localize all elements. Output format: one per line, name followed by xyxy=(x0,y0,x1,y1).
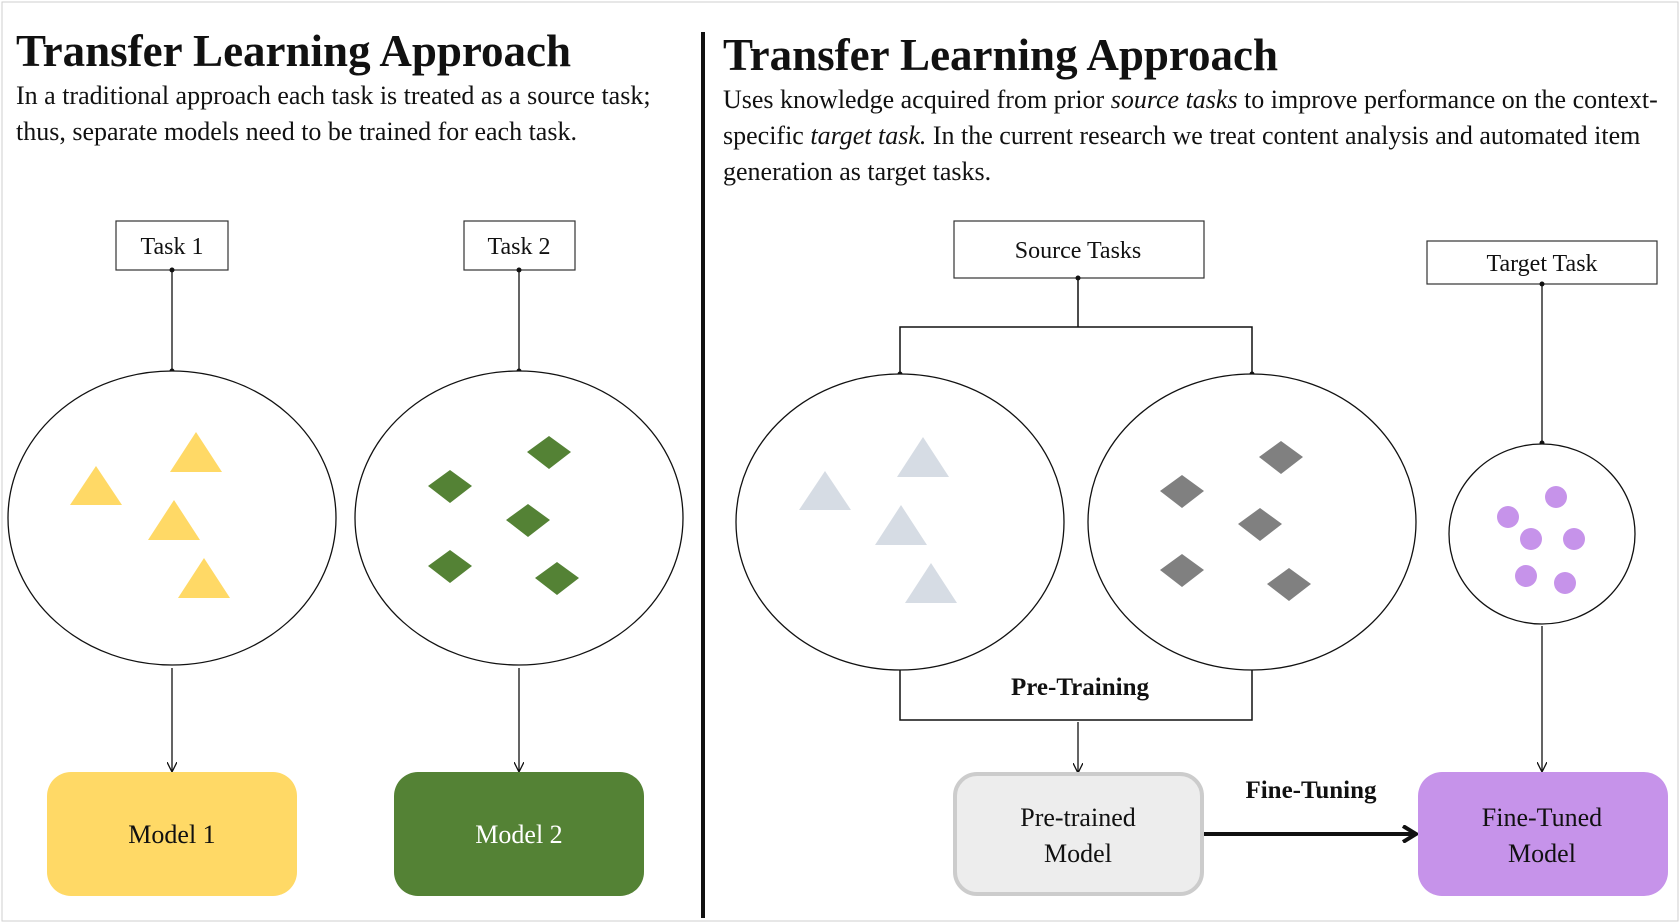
source-tasks-box: Source Tasks xyxy=(953,220,1205,279)
pretrained-model-label-line2: Model xyxy=(1044,839,1112,868)
yellow-triangle xyxy=(70,466,122,505)
finetuned-model-label-line2: Model xyxy=(1508,839,1576,868)
finetuned-model-label-line1: Fine-Tuned xyxy=(1482,803,1602,832)
gray-diamond xyxy=(1238,508,1282,541)
green-diamond xyxy=(527,436,571,469)
target-task-ellipse xyxy=(1448,443,1636,625)
finetuned-model-box: Fine-Tuned Model xyxy=(1418,772,1668,896)
right-desc-source-tasks: source tasks xyxy=(1110,85,1238,114)
purple-dot xyxy=(1497,506,1519,528)
left-description: In a traditional approach each task is t… xyxy=(16,81,651,146)
right-desc-part-c: to improve performance on the context-sp… xyxy=(723,85,1658,150)
right-description: Uses knowledge acquired from prior sourc… xyxy=(723,82,1663,190)
model1-box: Model 1 xyxy=(47,772,297,896)
target-task-box: Target Task xyxy=(1426,240,1658,285)
gray-triangle xyxy=(875,505,927,545)
target-task-data-points xyxy=(1497,486,1585,594)
gray-triangle xyxy=(905,563,957,603)
target-task-connector xyxy=(1539,281,1545,446)
gray-diamond xyxy=(1160,475,1204,508)
gray-triangle xyxy=(799,471,851,510)
green-diamond xyxy=(535,562,579,595)
task2-label: Task 2 xyxy=(488,234,551,260)
task1-data-points xyxy=(70,432,230,598)
green-diamond xyxy=(428,470,472,503)
right-desc-part-a: Uses knowledge acquired from prior xyxy=(723,85,1111,114)
purple-dot xyxy=(1563,528,1585,550)
model2-label: Model 2 xyxy=(475,820,562,849)
task1-to-ellipse-connector xyxy=(169,267,175,374)
source-task2-data-points xyxy=(1160,441,1311,601)
task2-box: Task 2 xyxy=(463,220,576,271)
green-diamond xyxy=(506,504,550,537)
purple-dot xyxy=(1515,565,1537,587)
source-task1-data-points xyxy=(799,437,957,603)
fork-dot xyxy=(1075,275,1081,281)
pretraining-bracket xyxy=(899,670,1253,721)
pretrained-model-box: Pre-trained Model xyxy=(953,772,1204,896)
yellow-triangle xyxy=(170,432,222,472)
yellow-triangle xyxy=(178,558,230,598)
purple-dot xyxy=(1554,572,1576,594)
purple-dot xyxy=(1545,486,1567,508)
left-title: Transfer Learning Approach xyxy=(16,26,572,76)
finetuning-label: Fine-Tuning xyxy=(1245,777,1377,804)
right-title: Transfer Learning Approach xyxy=(723,30,1279,80)
yellow-triangle xyxy=(148,500,200,540)
target-task-label: Target Task xyxy=(1486,251,1597,277)
task2-to-ellipse-connector xyxy=(516,267,522,374)
pretrained-model-label-line1: Pre-trained xyxy=(1020,803,1136,832)
model1-label: Model 1 xyxy=(128,820,215,849)
model2-box: Model 2 xyxy=(394,772,644,896)
source-tasks-label: Source Tasks xyxy=(1015,238,1142,264)
task1-label: Task 1 xyxy=(141,234,204,260)
gray-triangle xyxy=(897,437,949,477)
right-desc-part-e: In the current research we treat content… xyxy=(723,121,1641,186)
task2-data-points xyxy=(428,436,579,595)
gray-diamond xyxy=(1267,568,1311,601)
pretraining-label: Pre-Training xyxy=(1011,674,1149,701)
task1-box: Task 1 xyxy=(115,220,229,271)
source-tasks-fork-connector xyxy=(899,278,1253,374)
right-desc-target-task: target task. xyxy=(810,121,927,150)
purple-dot xyxy=(1520,528,1542,550)
gray-diamond xyxy=(1160,554,1204,587)
gray-diamond xyxy=(1259,441,1303,474)
green-diamond xyxy=(428,550,472,583)
